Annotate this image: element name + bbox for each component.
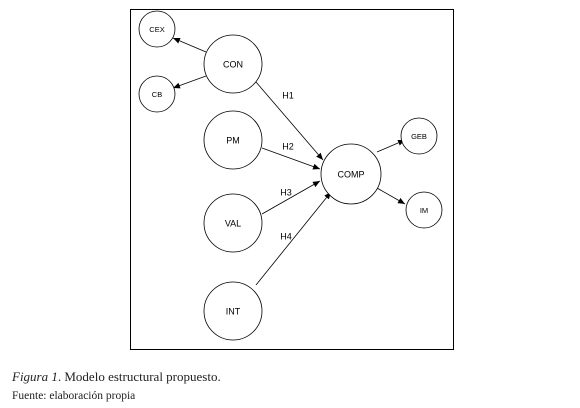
edge-label-h3: H3 — [280, 187, 292, 197]
node-label-pm: PM — [226, 135, 240, 145]
edge-comp-im — [376, 187, 406, 205]
node-label-con: CON — [223, 59, 243, 69]
edge-label-h4: H4 — [280, 231, 292, 241]
edge-label-h2: H2 — [282, 141, 294, 151]
node-label-comp: COMP — [338, 169, 365, 179]
edge-val-comp — [261, 180, 321, 215]
diagram-frame — [130, 9, 454, 350]
figure-caption-text: . Modelo estructural propuesto. — [57, 369, 221, 384]
edge-comp-geb — [376, 139, 406, 153]
figure-caption: Figura 1. Modelo estructural propuesto. — [12, 369, 221, 385]
figure-label: Figura 1 — [12, 369, 58, 384]
edge-con-cex — [172, 37, 207, 53]
node-label-cb: CB — [152, 90, 162, 99]
figure-source: Fuente: elaboración propia — [12, 390, 136, 402]
edge-pm-comp — [261, 147, 321, 170]
edge-label-h1: H1 — [282, 90, 294, 100]
node-label-im: IM — [420, 206, 428, 215]
node-cb: CB — [138, 75, 176, 113]
node-con: CON — [203, 34, 263, 94]
node-label-geb: GEB — [411, 132, 427, 141]
node-geb: GEB — [400, 117, 438, 155]
node-cex: CEX — [138, 10, 176, 48]
node-im: IM — [405, 191, 443, 229]
edge-int-comp — [255, 191, 332, 286]
node-comp: COMP — [320, 143, 382, 205]
node-pm: PM — [203, 110, 263, 170]
node-int: INT — [203, 281, 263, 341]
node-label-int: INT — [226, 306, 241, 316]
edge-con-cb — [172, 75, 207, 89]
edge-con-comp — [255, 81, 324, 161]
node-label-val: VAL — [225, 218, 241, 228]
node-val: VAL — [203, 193, 263, 253]
node-label-cex: CEX — [149, 25, 164, 34]
